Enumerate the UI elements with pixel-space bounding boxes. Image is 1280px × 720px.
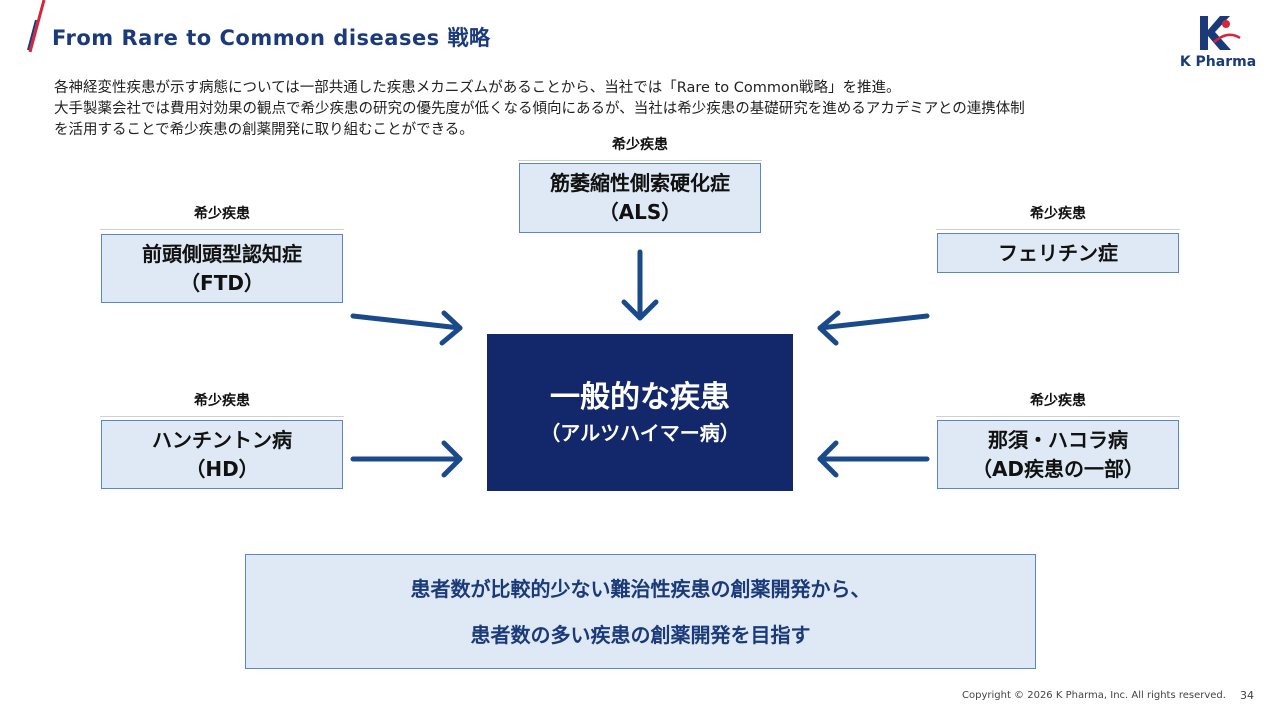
logo-text: K Pharma bbox=[1179, 54, 1257, 70]
ferritinopathy-box: フェリチン症 bbox=[937, 233, 1179, 273]
hd-box: ハンチントン病 （HD） bbox=[101, 420, 343, 489]
k-pharma-logo-icon bbox=[1200, 16, 1241, 50]
summary-line: 患者数が比較的少ない難治性疾患の創薬開発から、 bbox=[410, 576, 871, 601]
ferritinopathy-name: フェリチン症 bbox=[998, 240, 1118, 265]
ftd-abbr: （FTD） bbox=[180, 270, 264, 295]
hd-name: ハンチントン病 bbox=[152, 427, 292, 452]
common-disease-box: 一般的な疾患 （アルツハイマー病） bbox=[487, 334, 793, 491]
summary-line: 患者数の多い疾患の創薬開発を目指す bbox=[470, 622, 811, 647]
arrow-right-icon bbox=[350, 310, 463, 346]
hd-abbr: （HD） bbox=[185, 456, 259, 481]
page-number: 34 bbox=[1240, 689, 1254, 702]
header-accent-slash bbox=[27, 0, 46, 53]
ftd-name: 前頭側頭型認知症 bbox=[142, 241, 302, 266]
arrow-left-icon bbox=[817, 440, 930, 478]
common-disease-title: 一般的な疾患 bbox=[550, 379, 730, 415]
copyright-text: Copyright © 2026 K Pharma, Inc. All righ… bbox=[962, 690, 1226, 701]
common-disease-example: （アルツハイマー病） bbox=[540, 420, 740, 445]
intro-line: を活用することで希少疾患の創薬開発に取り組むことができる。 bbox=[54, 122, 474, 138]
arrow-right-icon bbox=[350, 440, 463, 478]
page-title: From Rare to Common diseases 戦略 bbox=[52, 26, 491, 50]
als-name: 筋萎縮性側索硬化症 bbox=[550, 171, 730, 195]
ftd-box: 前頭側頭型認知症 （FTD） bbox=[101, 234, 343, 303]
intro-line: 各神経変性疾患が示す病態については一部共通した疾患メカニズムがあることから、当社… bbox=[54, 80, 901, 96]
intro-line: 大手製薬会社では費用対効果の観点で希少疾患の研究の優先度が低くなる傾向にあるが、… bbox=[54, 101, 1025, 117]
arrow-down-icon bbox=[621, 249, 659, 321]
intro-text: 各神経変性疾患が示す病態については一部共通した疾患メカニズムがあることから、当社… bbox=[54, 78, 1254, 141]
nasu-hakola-box: 那須・ハコラ病 （AD疾患の一部） bbox=[937, 420, 1179, 489]
nasu-hakola-name: 那須・ハコラ病 bbox=[988, 427, 1128, 452]
rare-disease-tag-hd: 希少疾患 bbox=[100, 390, 344, 417]
company-logo: K Pharma bbox=[1168, 12, 1268, 70]
strategy-summary-box: 患者数が比較的少ない難治性疾患の創薬開発から、 患者数の多い疾患の創薬開発を目指… bbox=[245, 554, 1036, 669]
rare-disease-tag-als: 希少疾患 bbox=[518, 134, 762, 161]
rare-disease-tag-ftd: 希少疾患 bbox=[100, 203, 344, 230]
rare-disease-tag-nasu-hakola: 希少疾患 bbox=[936, 390, 1180, 417]
als-abbr: （ALS） bbox=[598, 200, 682, 224]
nasu-hakola-note: （AD疾患の一部） bbox=[971, 456, 1145, 481]
als-box: 筋萎縮性側索硬化症 （ALS） bbox=[519, 163, 761, 233]
arrow-left-icon bbox=[817, 310, 930, 346]
rare-disease-tag-ferritin: 希少疾患 bbox=[936, 203, 1180, 230]
